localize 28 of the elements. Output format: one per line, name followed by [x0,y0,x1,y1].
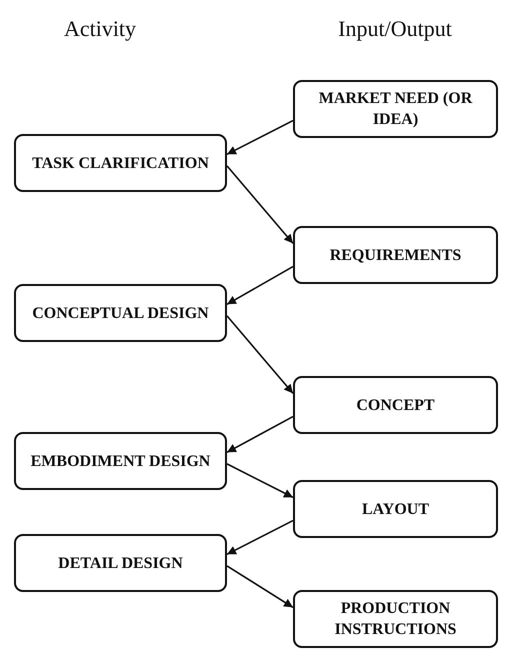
process-box [14,284,227,342]
arrow [226,416,294,453]
process-box [14,534,227,592]
box-label: MARKET NEED (OR IDEA) [318,89,474,130]
arrow [226,266,294,305]
arrow [226,120,294,156]
box-label: CONCEPT [356,396,435,416]
box-label: CONCEPTUAL DESIGN [32,304,209,324]
process-box [293,590,498,648]
process-box [14,432,227,490]
arrow [226,463,294,498]
box-label: PRODUCTION INSTRUCTIONS [334,599,458,640]
process-box [293,80,498,138]
process-box [14,134,227,192]
box-label: REQUIREMENTS [330,246,462,266]
box-label: TASK CLARIFICATION [32,154,209,174]
arrow [226,565,294,608]
arrow [226,315,294,394]
box-label: DETAIL DESIGN [58,554,183,574]
process-box [293,226,498,284]
process-box [293,480,498,538]
column-heading: Input/Output [338,16,452,42]
box-label: EMBODIMENT DESIGN [30,452,210,472]
box-label: LAYOUT [362,500,429,520]
arrow [226,520,294,556]
process-box [293,376,498,434]
arrow [226,165,294,244]
column-heading: Activity [64,16,136,42]
